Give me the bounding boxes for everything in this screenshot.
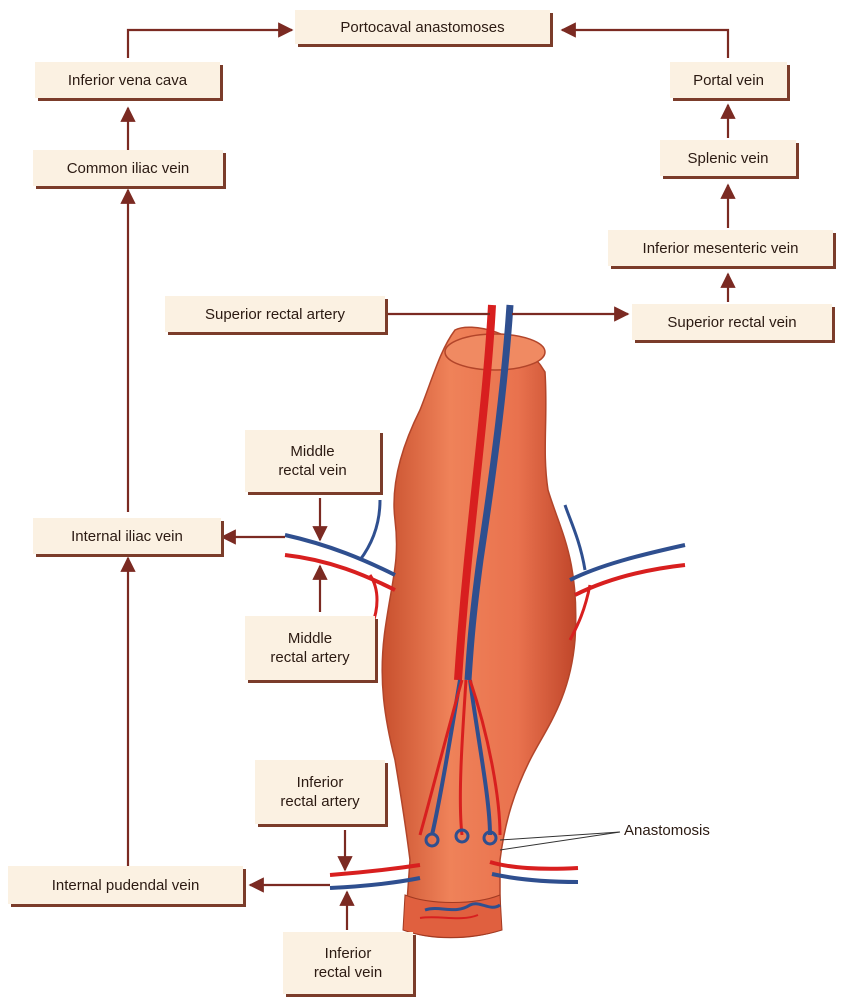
anastomosis-leader-1 [500,832,620,840]
label-superior-rectal-vein: Superior rectal vein [632,304,832,340]
label-inferior-rectal-vein: Inferior rectal vein [283,932,413,994]
label-anastomosis: Anastomosis [624,822,710,839]
label-internal-iliac-vein: Internal iliac vein [33,518,221,554]
label-portal-vein: Portal vein [670,62,787,98]
label-inferior-mesenteric-vein: Inferior mesenteric vein [608,230,833,266]
rectum-top-opening [445,334,545,370]
label-middle-rectal-artery: Middle rectal artery [245,616,375,680]
label-superior-rectal-artery: Superior rectal artery [165,296,385,332]
label-inferior-rectal-artery: Inferior rectal artery [255,760,385,824]
label-middle-rectal-vein: Middle rectal vein [245,430,380,492]
label-splenic-vein: Splenic vein [660,140,796,176]
arrow-ivc-to-anastomoses [128,30,292,58]
label-common-iliac-vein: Common iliac vein [33,150,223,186]
label-inferior-vena-cava: Inferior vena cava [35,62,220,98]
label-portocaval-anastomoses: Portocaval anastomoses [295,10,550,44]
label-internal-pudendal-vein: Internal pudendal vein [8,866,243,904]
anastomosis-leader-2 [500,832,620,850]
arrow-portal-to-anastomoses [562,30,728,58]
